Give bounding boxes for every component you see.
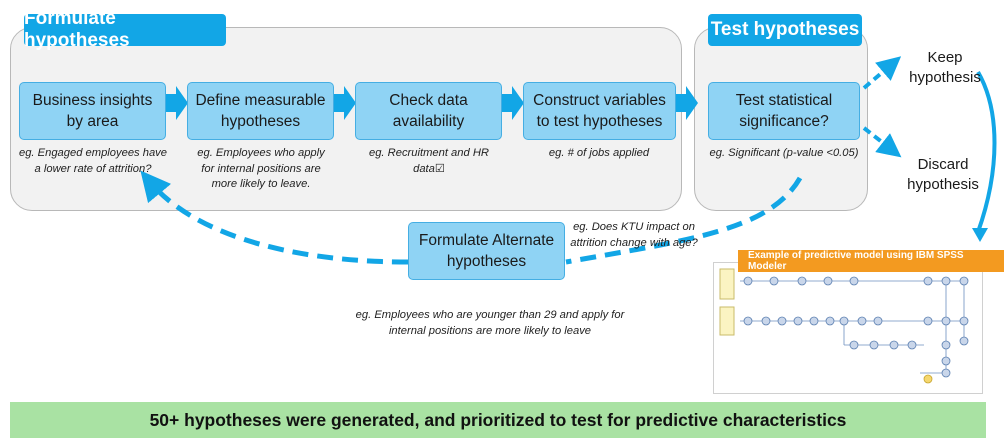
test-title: Test hypotheses [708,14,862,46]
step-construct-variables: Construct variables to test hypotheses [523,82,676,140]
spss-stream-diagram [719,268,969,384]
note-define: eg. Employees who apply for internal pos… [197,147,325,190]
note-alternate: eg. Employees who are younger than 29 an… [355,309,625,337]
step-formulate-alternate: Formulate Alternate hypotheses [408,222,565,280]
note-construct: eg. # of jobs applied [548,147,650,159]
outcome-keep: Keep hypothesis [909,49,981,86]
step-check-data: Check data availability [355,82,502,140]
dashed-arrow-discard [862,126,902,158]
step-test-significance: Test statistical significance? [708,82,860,140]
note-business: eg. Engaged employees have a lower rate … [18,147,168,175]
spss-model-screenshot [713,262,983,394]
note-test: eg. Significant (p-value <0.05) [709,147,859,159]
block-arrow-1 [166,86,188,120]
step-define-hypotheses: Define measurable hypotheses [187,82,334,140]
block-arrow-2 [334,86,356,120]
formulate-title: Formulate hypotheses [24,8,226,51]
block-arrow-4 [676,86,698,120]
block-arrow-3 [502,86,524,120]
spss-example-title: Example of predictive model using IBM SP… [738,250,1004,272]
outcome-discard: Discard hypothesis [907,156,979,193]
note-ktu: eg. Does KTU impact on attrition change … [570,221,698,249]
note-check: eg. Recruitment and HR data☑ [368,147,489,175]
curve-keep-to-spss [976,70,997,233]
summary-banner: 50+ hypotheses were generated, and prior… [10,402,986,438]
step-business-insights: Business insights by area [19,82,166,140]
dashed-loop-right [565,176,803,265]
dashed-arrow-keep [862,56,902,90]
dashed-loop-left [140,170,409,265]
